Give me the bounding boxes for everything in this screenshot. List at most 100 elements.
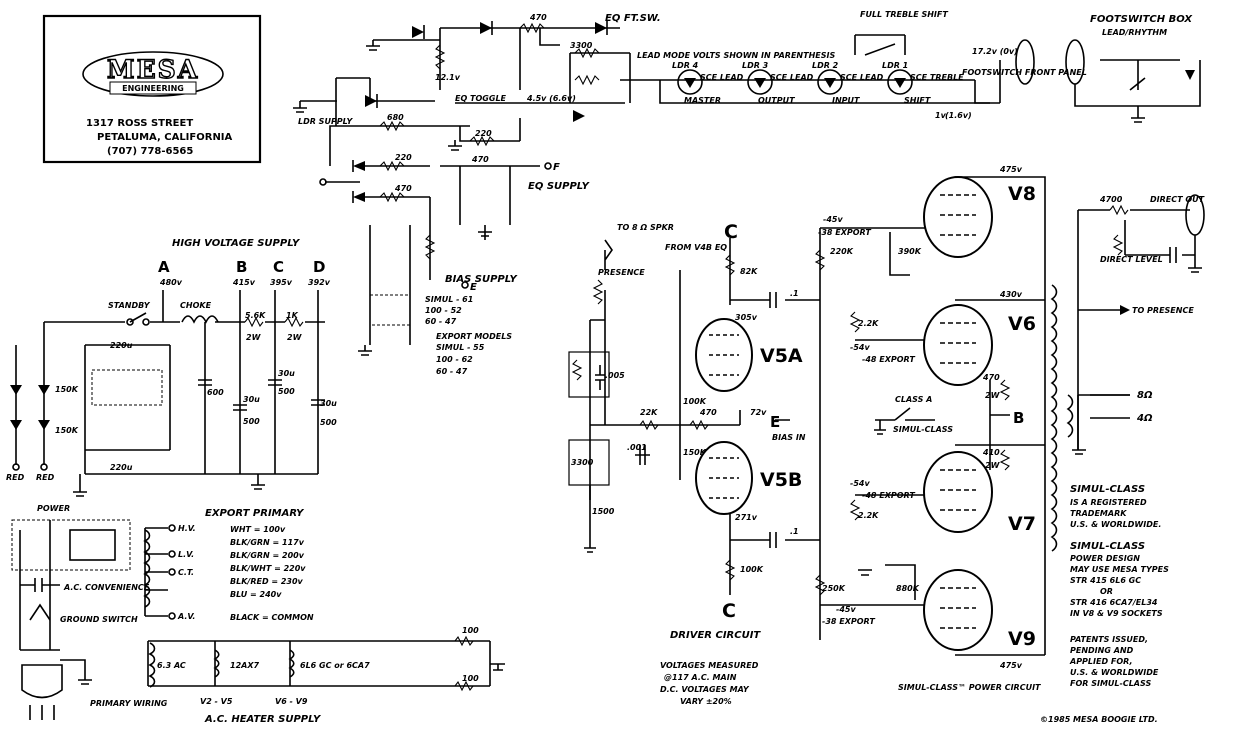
wire-red-2: RED <box>36 473 55 482</box>
node-C-bottom: C <box>722 600 736 622</box>
copyright: ©1985 MESA BOOGIE LTD. <box>1040 715 1158 724</box>
note-patents-2: PENDING AND <box>1070 646 1134 655</box>
ldr2-fn: INPUT <box>832 96 860 105</box>
r-5-6k: 5.6K <box>245 311 266 320</box>
export-primary-title: EXPORT PRIMARY <box>205 508 305 519</box>
r-470-bias: 470 <box>394 184 412 193</box>
class-a-label: CLASS A <box>895 395 932 404</box>
note-design-7: IN V8 & V9 SOCKETS <box>1070 609 1163 618</box>
c-220u-b: 220u <box>110 463 133 472</box>
r-880k: 880K <box>896 584 920 593</box>
full-treble-shift-label: FULL TREBLE SHIFT <box>860 10 948 19</box>
r-470-eq: 470 <box>471 155 489 164</box>
tube-v9: V9 <box>923 569 1036 651</box>
ldr3-part: SCE LEAD <box>770 73 814 82</box>
heater-tag2: 12AX7 <box>230 661 259 670</box>
note-voltages-4: VARY ±20% <box>680 697 732 706</box>
v-48a: -48 EXPORT <box>862 355 915 364</box>
lead-mode-note: LEAD MODE VOLTS SHOWN IN PARENTHESIS <box>637 51 835 60</box>
ldr4-part: SCE LEAD <box>700 73 744 82</box>
tap-ct: C.T. <box>178 568 194 577</box>
note-simul-3: TRADEMARK <box>1070 509 1127 518</box>
ldr4-name: LDR 4 <box>672 61 699 70</box>
power-title: SIMUL-CLASS™ POWER CIRCUIT <box>898 683 1041 692</box>
eq-toggle-label: EQ TOGGLE <box>455 94 507 103</box>
out-8-ohm: 8Ω <box>1137 390 1153 401</box>
r-100k-b: 100K <box>683 397 707 406</box>
footswitch-box-title: FOOTSWITCH BOX <box>1090 14 1193 25</box>
primary-wiring: POWER A.C. CONVENIENCE GROUND SWITCH PRI… <box>11 504 168 720</box>
r-2w-d: 2W <box>985 461 1001 470</box>
bias-extras: SIMUL - 61 100 - 52 60 - 47 EXPORT MODEL… <box>369 294 512 376</box>
ldr2-part: SCE LEAD <box>840 73 884 82</box>
voltage-17v: 17.2v (0v) <box>972 47 1018 56</box>
note-simul-4: U.S. & WORLDWIDE. <box>1070 520 1161 529</box>
note-voltages-3: D.C. VOLTAGES MAY <box>660 685 750 694</box>
note-design-5: OR <box>1100 587 1113 596</box>
tube-v6-label: V6 <box>1008 313 1036 335</box>
export-tap-2: BLK/GRN = 117v <box>230 538 305 547</box>
r-1500: 1500 <box>592 507 615 516</box>
c-500-b: 500 <box>243 417 260 426</box>
primary-wiring-title: PRIMARY WIRING <box>90 699 168 708</box>
tube-v5a-label: V5A <box>760 345 803 367</box>
power-label: POWER <box>37 504 70 513</box>
note-design-3: MAY USE MESA TYPES <box>1070 565 1169 574</box>
heater-tubes1: V2 - V5 <box>200 697 233 706</box>
r-150k-b: 150K <box>55 426 79 435</box>
hv-title: HIGH VOLTAGE SUPPLY <box>172 238 301 249</box>
logo-sub: ENGINEERING <box>122 84 184 93</box>
v-54b: -54v <box>850 479 870 488</box>
footswitch-box: FOOTSWITCH BOX LEAD/RHYTHM <box>1065 14 1201 123</box>
hv-supply: HIGH VOLTAGE SUPPLY A 480v B 415v C 395v… <box>6 238 337 497</box>
bias-in-label: BIAS IN <box>772 433 806 442</box>
c-220u-a: 220u <box>110 341 133 350</box>
voltage-475v-top: 475v <box>999 165 1023 174</box>
power-circuit: -45v -38 EXPORT 220K 390K 2.2K -54v -48 … <box>814 165 1046 692</box>
heater-title: A.C. HEATER SUPPLY <box>204 714 322 725</box>
c-30u-c: 30u <box>278 369 295 378</box>
footswitch-jack <box>1015 39 1035 85</box>
export-row3: 60 - 47 <box>436 367 468 376</box>
bias-row2: 100 - 52 <box>425 306 462 315</box>
tube-v5a: V5A <box>695 318 803 392</box>
v-45a: -45v <box>823 215 843 224</box>
r-3300-drv: 3300 <box>571 458 594 467</box>
r-220-eq: 220 <box>395 153 412 162</box>
tap-av: A.V. <box>177 612 195 621</box>
note-design-6: STR 416 6CA7/EL34 <box>1070 598 1158 607</box>
node-E: E <box>770 413 780 431</box>
note-design-1: SIMUL-CLASS <box>1070 541 1145 552</box>
node-D-volt: 392v <box>308 278 331 287</box>
footswitch-front-label: FOOTSWITCH FRONT PANEL <box>962 68 1087 77</box>
node-A-volt: 480v <box>159 278 183 287</box>
driver-title: DRIVER CIRCUIT <box>670 630 761 641</box>
note-patents-3: APPLIED FOR, <box>1069 657 1133 666</box>
c-001: .001 <box>627 443 647 452</box>
ground-switch-label: GROUND SWITCH <box>60 615 138 624</box>
r-680: 680 <box>387 113 404 122</box>
voltage-1-6v: (1.6v) <box>945 111 972 120</box>
ldr1-fn: SHIFT <box>904 96 931 105</box>
note-patents-1: PATENTS ISSUED, <box>1070 635 1148 644</box>
c-005: .005 <box>605 371 625 380</box>
r-220-toggle: 220 <box>475 129 492 138</box>
node-B-volt: 415v <box>232 278 256 287</box>
logo-oval <box>82 51 224 97</box>
ldr1-part: SCE TREBLE <box>910 73 964 82</box>
note-voltages-2: @117 A.C. MAIN <box>664 673 737 682</box>
direct-out-label: DIRECT OUT <box>1150 195 1205 204</box>
wire-red-1: RED <box>6 473 25 482</box>
node-B-pwr: B <box>1013 409 1024 427</box>
r-410-b: 410 <box>982 448 1000 457</box>
export-tap-6: BLU = 240v <box>230 590 282 599</box>
ldr-row <box>659 69 990 104</box>
bias-row3: 60 - 47 <box>425 317 457 326</box>
export-tap-3: BLK/GRN = 200v <box>230 551 305 560</box>
logo-block: MESA ENGINEERING 1317 ROSS STREET PETALU… <box>42 14 262 164</box>
export-row1: SIMUL - 55 <box>436 343 485 352</box>
notes: VOLTAGES MEASURED @117 A.C. MAIN D.C. VO… <box>660 484 1169 724</box>
ldr3-name: LDR 3 <box>742 61 769 70</box>
v-38a: -38 EXPORT <box>818 228 871 237</box>
